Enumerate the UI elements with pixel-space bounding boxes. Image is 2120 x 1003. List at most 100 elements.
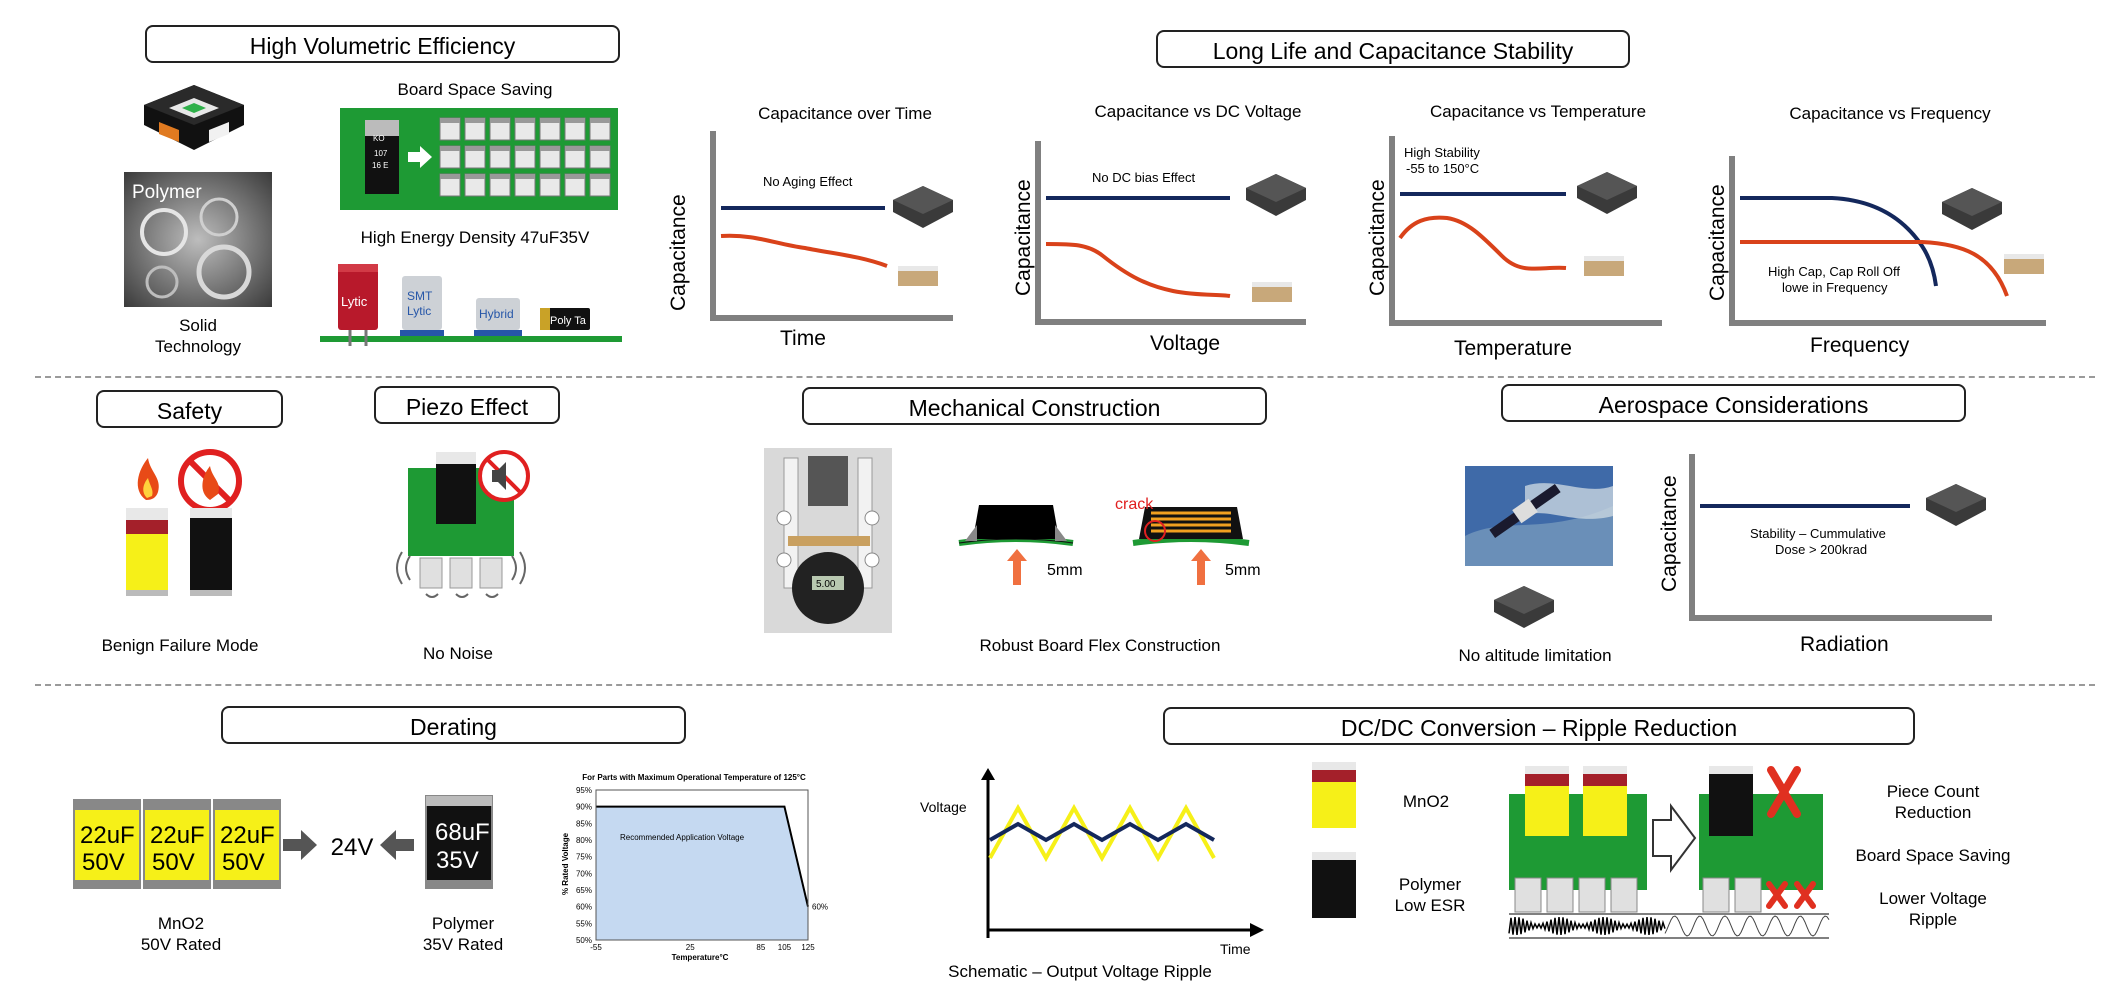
benefit-lower-ripple-1: Lower Voltage <box>1879 889 1987 908</box>
arrow-right-icon <box>283 830 317 860</box>
energy-density-label: High Energy Density 47uF35V <box>360 228 590 247</box>
derating-chart-title: For Parts with Maximum Operational Tempe… <box>582 773 806 782</box>
xlabel-frequency: Frequency <box>1810 334 1910 357</box>
polymer-cap-volt: 35V <box>436 847 479 874</box>
ylabel-capacitance: Capacitance <box>667 194 690 311</box>
flex-distance-1: 5mm <box>1047 562 1083 579</box>
derating-area <box>596 806 808 940</box>
mno2-cap-3 <box>213 799 281 889</box>
polymer-label-1: Polymer <box>1398 875 1462 894</box>
derating-y-tick: 95% <box>576 786 592 795</box>
derating-y-tick: 65% <box>576 886 592 895</box>
derating-chart: For Parts with Maximum Operational Tempe… <box>561 773 828 962</box>
polymer-cap-value: 68uF <box>435 819 490 846</box>
benefit-lower-ripple-2: Ripple <box>1908 910 1958 929</box>
mno2-cap-3-value: 22uF <box>220 822 275 849</box>
center-voltage: 24V <box>330 834 374 861</box>
polymer-caption-1: Polymer <box>431 914 495 933</box>
derating-y-tick: 55% <box>576 919 592 928</box>
flex-comparison-illustration: 5mm crack 5mm <box>958 496 1261 585</box>
benefit-board-space: Board Space Saving <box>1855 846 2011 865</box>
xlabel-time: Time <box>780 327 826 350</box>
annotation-dose-value: Dose > 200krad <box>1775 542 1867 557</box>
derating-x-tick: 25 <box>686 943 695 952</box>
flex-distance-2: 5mm <box>1225 562 1261 579</box>
polymer-label-2: Low ESR <box>1394 896 1466 915</box>
derating-chart-ylabel: % Rated Voltage <box>561 832 570 895</box>
polymer-photo-label: Polymer <box>132 182 202 203</box>
gauge-reading: 5.00 <box>816 579 836 590</box>
xlabel-temperature: Temperature <box>1454 337 1572 360</box>
solid-technology-label-2: Technology <box>154 337 241 356</box>
mno2-caption-2: 50V Rated <box>140 935 222 954</box>
derating-plot-frame <box>595 789 809 941</box>
derating-x-tick: 125 <box>801 943 815 952</box>
annotation-temperature-range: -55 to 150°C <box>1406 161 1479 176</box>
derating-x-tick: -55 <box>590 943 602 952</box>
ripple-chart: Voltage Time <box>920 768 1264 957</box>
piezo-caption: No Noise <box>423 644 493 663</box>
chart-title-voltage: Capacitance vs DC Voltage <box>1094 102 1302 121</box>
polymer-capacitor: 68uF 35V <box>425 795 493 889</box>
polymer-sem-photo: Polymer <box>124 172 272 307</box>
mno2-cap-2-value: 22uF <box>150 822 205 849</box>
section-title-mechanical: Mechanical Construction <box>802 387 1267 425</box>
aerospace-caption: No altitude limitation <box>1458 646 1612 665</box>
section-title-piezo: Piezo Effect <box>374 386 560 424</box>
ylabel-capacitance: Capacitance <box>1706 184 1729 301</box>
mno2-capacitor-icon <box>1312 762 1356 828</box>
section-divider-bottom <box>35 684 2095 686</box>
chart-capacitance-temperature: High Stability -55 to 150°C Capacitance … <box>1366 136 1662 360</box>
derating-y-tick: 85% <box>576 819 592 828</box>
board-space-saving-pcb: KO 107 16 E <box>340 108 618 210</box>
part-smt-lytic-2: Lytic <box>407 304 431 318</box>
xlabel-radiation: Radiation <box>1800 633 1889 656</box>
ko-label: KO <box>373 134 385 143</box>
section-title-stability: Long Life and Capacitance Stability <box>1156 30 1630 68</box>
mno2-caption-1: MnO2 <box>157 914 205 933</box>
flex-test-photo: 5.00 <box>764 448 892 633</box>
mno2-cap-2 <box>143 799 211 889</box>
ylabel-capacitance: Capacitance <box>1366 179 1389 296</box>
part-smt-lytic-1: SMT <box>407 289 433 303</box>
benefit-piece-count-1: Piece Count <box>1886 782 1980 801</box>
crack-label: crack <box>1115 496 1154 513</box>
ripple-xlabel: Time <box>1220 941 1251 957</box>
chart-title-frequency: Capacitance vs Frequency <box>1789 104 1991 123</box>
section-title-aerospace: Aerospace Considerations <box>1501 384 1966 422</box>
ylabel-capacitance: Capacitance <box>1658 475 1681 592</box>
safety-caption: Benign Failure Mode <box>101 636 259 655</box>
chart-capacitance-time: No Aging Effect Capacitance Time <box>667 131 953 350</box>
mechanical-caption: Robust Board Flex Construction <box>979 636 1221 655</box>
energy-density-parts: Lytic SMT Lytic Hybrid Poly Ta <box>320 264 622 346</box>
derating-y-tick: 70% <box>576 869 592 878</box>
annotation-no-dc-bias: No DC bias Effect <box>1092 170 1195 185</box>
part-lytic: Lytic <box>341 294 368 309</box>
derating-chart-xlabel: Temperature°C <box>672 953 729 962</box>
mno2-cap-1-value: 22uF <box>80 822 135 849</box>
ripple-reduction-illustration <box>1508 766 1830 939</box>
derating-y-tick: 80% <box>576 836 592 845</box>
polymer-capacitor-icon <box>1312 852 1356 918</box>
annotation-stability-dose: Stability – Cummulative <box>1750 526 1886 541</box>
derating-end-label: 60% <box>812 903 828 912</box>
derating-y-tick: 75% <box>576 853 592 862</box>
chart-title-temperature: Capacitance vs Temperature <box>1429 102 1647 121</box>
derating-y-tick: 50% <box>576 936 592 945</box>
chart-title-time: Capacitance over Time <box>758 104 932 123</box>
mno2-label: MnO2 <box>1402 792 1450 811</box>
mno2-capacitor-bank: 22uF 50V 22uF 50V 22uF 50V <box>73 799 281 889</box>
annotation-high-cap: High Cap, Cap Roll Off <box>1768 264 1900 279</box>
derating-x-tick: 105 <box>778 943 792 952</box>
annotation-roll-off: lowe in Frequency <box>1782 280 1888 295</box>
derating-y-tick: 90% <box>576 803 592 812</box>
derating-line <box>596 805 809 907</box>
ko-code-2: 16 E <box>372 161 388 170</box>
ripple-ylabel: Voltage <box>920 799 967 815</box>
chart-capacitance-voltage: No DC bias Effect Capacitance Voltage <box>1012 141 1306 355</box>
section-title-derating: Derating <box>221 706 686 744</box>
mno2-cap-1-volt: 50V <box>82 849 125 876</box>
mno2-cap-3-volt: 50V <box>222 849 265 876</box>
derating-y-tick: 60% <box>576 903 592 912</box>
board-space-saving-label: Board Space Saving <box>397 80 553 99</box>
